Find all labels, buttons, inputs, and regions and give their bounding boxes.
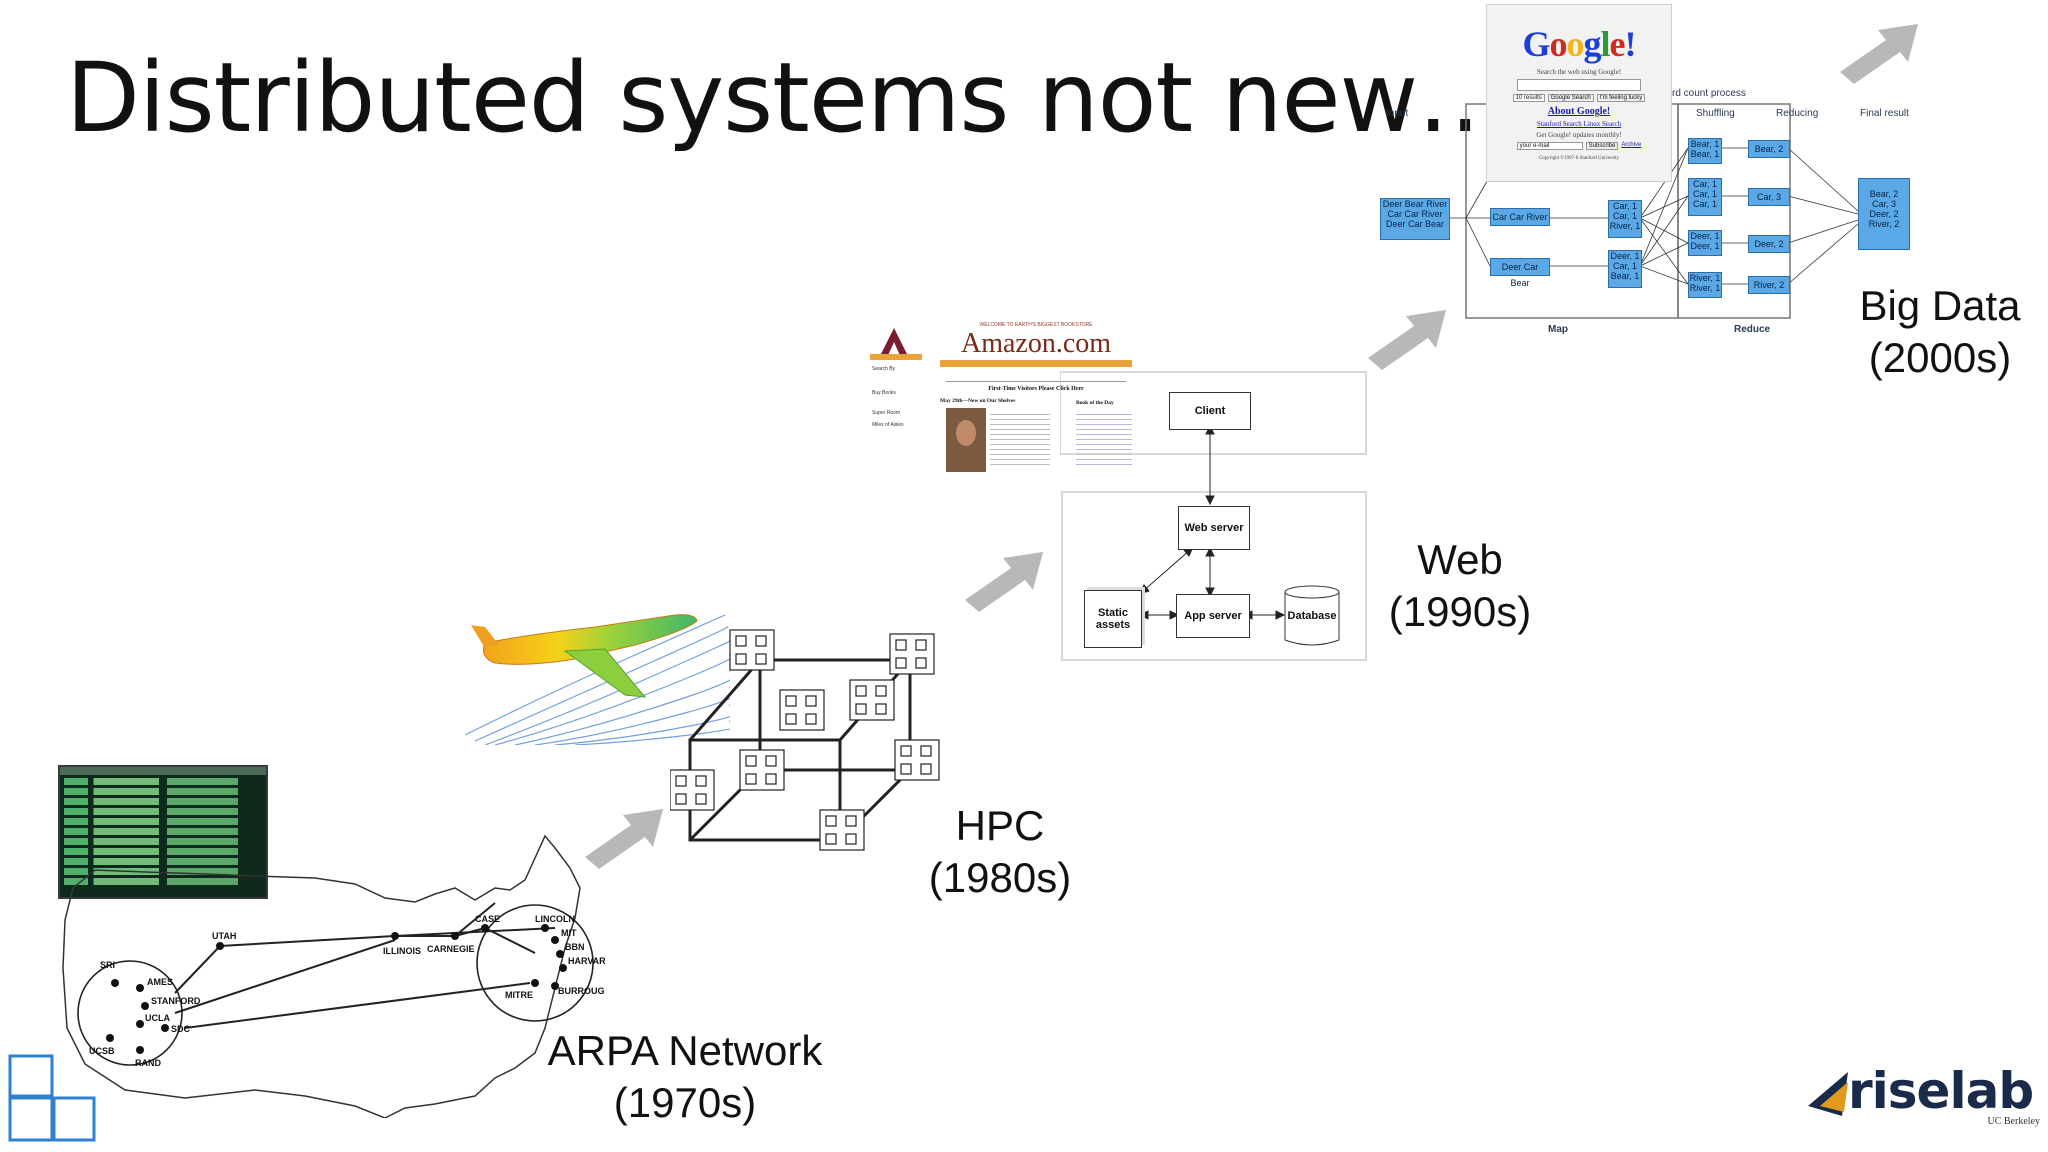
- mr-input-label: Input: [1386, 108, 1409, 119]
- terminal-screenshot: [58, 765, 268, 899]
- arpa-node-label: ILLINOIS: [383, 946, 421, 956]
- google-links[interactable]: Stanford Search Linux Search: [1536, 120, 1622, 128]
- google-copyright: Copyright ©1997-8 Stanford University: [1538, 156, 1620, 161]
- progression-arrow: [1840, 24, 1918, 84]
- progression-arrow: [965, 552, 1043, 612]
- arpa-node-label: SDC: [171, 1024, 191, 1034]
- amazon-banner: Welcome to Earth's Biggest Bookstore: [979, 322, 1093, 328]
- era-arpa-years: (1970s): [613, 1079, 757, 1126]
- google-updates-text: Get Google! updates monthly!: [1536, 131, 1622, 139]
- google-lucky-button[interactable]: I'm feeling lucky: [1596, 94, 1646, 102]
- google-results-select[interactable]: 10 results: [1512, 94, 1545, 102]
- amazon-book-of-day: Book of the Day: [1076, 400, 1114, 406]
- mr-final-box: Bear, 2 Car, 3 Deer, 2 River, 2: [1858, 178, 1910, 250]
- mr-reduce-box: Bear, 2: [1748, 140, 1790, 158]
- mr-reduce-box: Deer, 2: [1748, 235, 1790, 253]
- app-server-box: App server: [1176, 594, 1250, 638]
- amazon-a-logo: [878, 328, 910, 360]
- arpa-node-label: STANFORD: [151, 996, 201, 1006]
- era-hpc: HPC (1980s): [900, 800, 1100, 904]
- mr-reduce-box: Car, 3: [1748, 188, 1790, 206]
- arpa-node-label: LINCOLN: [535, 914, 575, 924]
- arpa-node-label: HARVARD: [568, 956, 605, 966]
- google-search-caption: Search the web using Google!: [1536, 68, 1622, 76]
- mr-process-label: rd count process: [1672, 88, 1746, 99]
- mapreduce-diagram: Input rd count process Shuffling Reducin…: [1370, 88, 1950, 336]
- mr-reducing-label: Reducing: [1776, 108, 1819, 119]
- arpa-node-label: UCLA: [145, 1013, 170, 1023]
- era-hpc-years: (1980s): [928, 854, 1072, 901]
- mr-split-box: Deer Car Bear: [1490, 258, 1550, 288]
- arpa-node-label: UTAH: [212, 931, 236, 941]
- era-arpa: ARPA Network (1970s): [520, 1025, 850, 1129]
- riselab-subtitle: UC Berkeley: [1987, 1116, 2041, 1127]
- mr-split-box: Car Car River: [1490, 208, 1550, 226]
- riselab-logo: riselab UC Berkeley: [1808, 1062, 2041, 1127]
- terminal-titlebar: [60, 767, 266, 775]
- corner-squares-logo: [8, 1054, 96, 1142]
- era-web-label: Web: [1417, 536, 1503, 583]
- arpa-node-label: UCSB: [89, 1046, 115, 1056]
- mr-shuffle-box: River, 1 River, 1: [1688, 272, 1722, 298]
- mr-shuffle-box: Car, 1 Car, 1 Car, 1: [1688, 178, 1722, 216]
- era-bigdata-label: Big Data: [1859, 282, 2021, 329]
- era-bigdata-years: (2000s): [1868, 334, 2012, 381]
- riselab-wordmark: riselab: [1848, 1062, 2034, 1120]
- arpa-node-label: AMES: [147, 977, 173, 987]
- mr-shuffling-label: Shuffling: [1696, 108, 1735, 119]
- google-subscribe-button[interactable]: Subscribe: [1585, 142, 1619, 150]
- mr-map-box: Deer, 1 Car, 1 Bear, 1: [1608, 250, 1642, 288]
- mr-shuffle-box: Deer, 1 Deer, 1: [1688, 230, 1722, 256]
- google-logo: Google!: [1522, 24, 1636, 64]
- amazon-left-nav: Search By Buy Books Super Room Miles of …: [872, 366, 904, 428]
- static-assets-box: Static assets: [1084, 590, 1142, 648]
- mr-reduce-label: Reduce: [1734, 324, 1771, 335]
- web-server-box: Web server: [1178, 506, 1250, 550]
- progression-arrow: [1368, 310, 1446, 370]
- airplane-cfd-image: [465, 614, 730, 745]
- amazon-logo-text: Amazon.com: [960, 328, 1112, 359]
- arpa-node-label: MIT: [561, 928, 577, 938]
- google-email-input[interactable]: your e-mail: [1516, 142, 1583, 150]
- database-icon: Database: [1284, 584, 1340, 648]
- progression-arrow: [585, 809, 663, 869]
- mr-final-label: Final result: [1860, 108, 1909, 119]
- google-homepage-screenshot: Google! Search the web using Google! 10 …: [1486, 4, 1672, 182]
- google-search-button[interactable]: Google Search: [1547, 94, 1594, 102]
- database-label: Database: [1287, 610, 1337, 622]
- mr-map-label: Map: [1548, 324, 1568, 335]
- arpa-node-label: CARNEGIE: [427, 944, 475, 954]
- amazon-shelves: May 29th—New on Our Shelves: [940, 398, 1016, 404]
- mr-map-box: Car, 1 Car, 1 River, 1: [1608, 200, 1642, 238]
- arpa-node-label: BBN: [565, 942, 585, 952]
- era-arpa-label: ARPA Network: [547, 1027, 823, 1074]
- arpa-node-label: BURROUGHS: [558, 986, 605, 996]
- hypercube-network-image: [670, 629, 940, 851]
- arpanet-map: SRI AMES STANFORD UCLA SDC UCSB RAND UTA…: [62, 834, 605, 1118]
- amazon-author-photo: [946, 408, 986, 472]
- arpa-node-label: MITRE: [505, 990, 533, 1000]
- web-client-box: Client: [1169, 392, 1251, 430]
- amazon-homepage-screenshot: Search By Buy Books Super Room Miles of …: [870, 322, 1136, 482]
- google-archive-link[interactable]: Archive: [1621, 142, 1642, 148]
- arpa-node-label: SRI: [100, 960, 115, 970]
- amazon-headline: First-Time Visitors Please Click Here: [988, 386, 1084, 392]
- arpa-node-label: CASE: [475, 914, 500, 924]
- era-bigdata: Big Data (2000s): [1840, 280, 2040, 384]
- arpa-node-label: RAND: [135, 1058, 161, 1068]
- google-about-link[interactable]: About Google!: [1547, 106, 1611, 117]
- era-web-years: (1990s): [1388, 588, 1532, 635]
- riselab-mark-icon: [1808, 1072, 1848, 1116]
- mr-input-box: Deer Bear River Car Car River Deer Car B…: [1380, 198, 1450, 240]
- slide-title: Distributed systems not new…: [66, 42, 1513, 154]
- era-web: Web (1990s): [1370, 534, 1550, 638]
- era-hpc-label: HPC: [955, 802, 1045, 849]
- web-architecture-diagram: [1060, 371, 1367, 661]
- mr-shuffle-box: Bear, 1 Bear, 1: [1688, 138, 1722, 164]
- mr-reduce-box: River, 2: [1748, 276, 1790, 294]
